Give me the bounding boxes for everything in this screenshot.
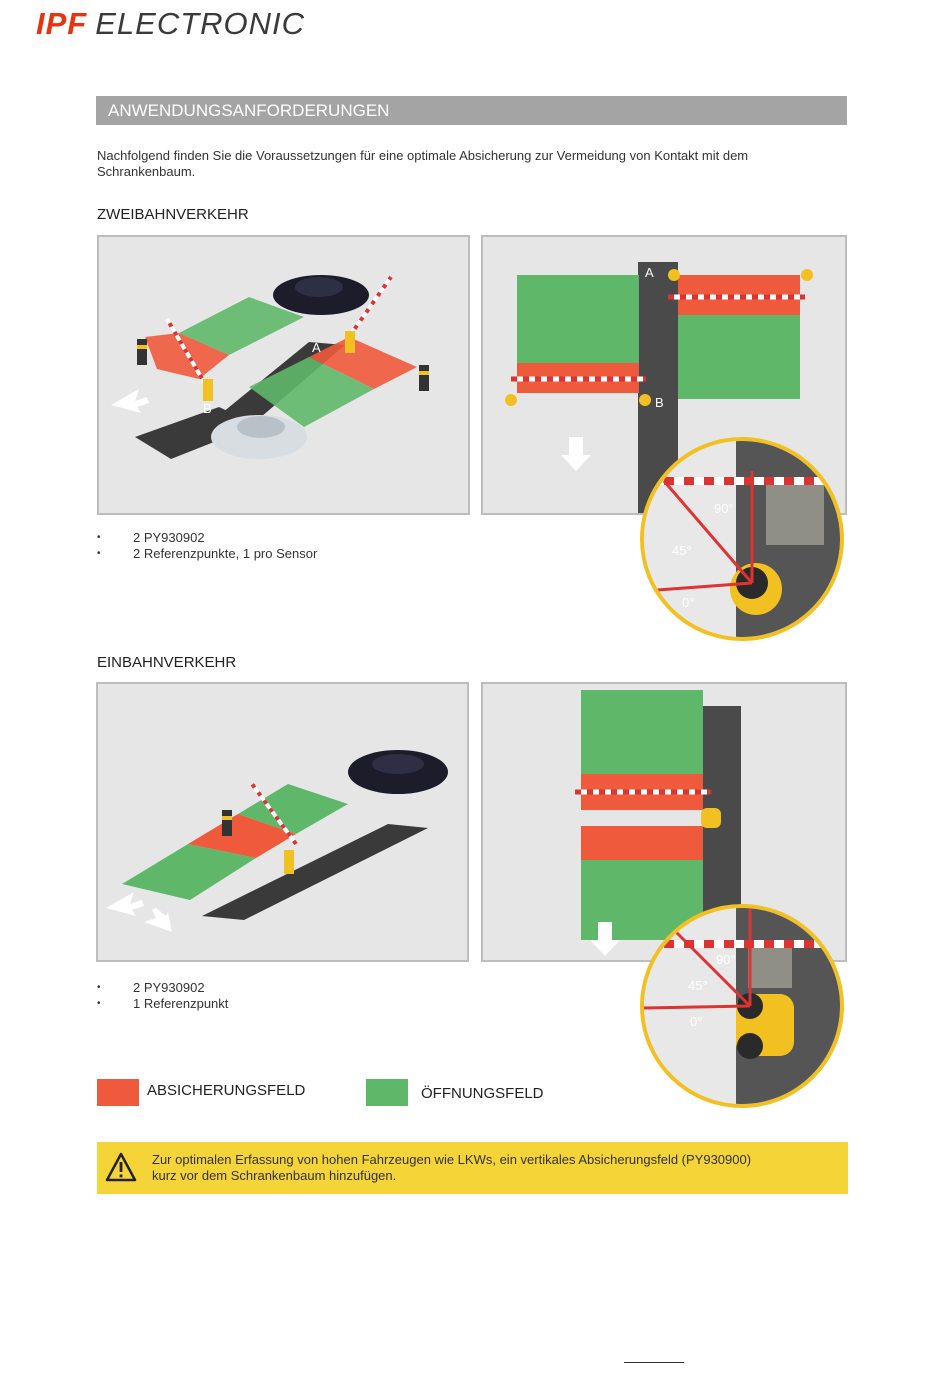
legend-safety-label: ABSICHERUNGSFELD [147, 1082, 306, 1099]
legend-opening-swatch [366, 1079, 408, 1106]
warning-text: Zur optimalen Erfassung von hohen Fahrze… [152, 1152, 752, 1183]
angle-90: 90° [714, 501, 734, 516]
one-way-angle-detail: 90° 45° 0° [640, 904, 844, 1108]
two-way-perspective-illustration: A B [97, 235, 470, 515]
one-way-angle-0: 0° [690, 1014, 702, 1029]
logo-name: ELECTRONIC [95, 6, 306, 41]
marker-a: A [312, 340, 321, 355]
two-way-requirements: 2 PY930902 2 Referenzpunkte, 1 pro Senso… [97, 530, 317, 562]
legend-safety-swatch [97, 1079, 139, 1106]
logo-brand: IPF [36, 6, 88, 41]
section-title: ANWENDUNGSANFORDERUNGEN [96, 96, 847, 125]
two-way-top-view-diagram: A B [481, 235, 847, 515]
footer-rule [624, 1362, 684, 1363]
one-way-angle-90: 90° [716, 952, 736, 967]
one-way-perspective-illustration [96, 682, 469, 962]
top-marker-a: A [645, 265, 654, 280]
intro-text: Nachfolgend finden Sie die Voraussetzung… [97, 148, 749, 179]
one-way-angle-45: 45° [688, 978, 708, 993]
top-marker-b: B [655, 395, 664, 410]
list-item: 2 PY930902 [97, 980, 228, 996]
two-way-title: ZWEIBAHNVERKEHR [97, 206, 249, 223]
list-item: 1 Referenzpunkt [97, 996, 228, 1012]
warning-triangle-icon [105, 1152, 137, 1182]
list-item: 2 PY930902 [97, 530, 317, 546]
angle-45: 45° [672, 543, 692, 558]
marker-b: B [203, 401, 212, 416]
one-way-title: EINBAHNVERKEHR [97, 654, 237, 671]
legend-opening-label: ÖFFNUNGSFELD [421, 1085, 544, 1102]
two-way-angle-detail: 90° 45° 0° [640, 437, 844, 641]
list-item: 2 Referenzpunkte, 1 pro Sensor [97, 546, 317, 562]
warning-box: Zur optimalen Erfassung von hohen Fahrze… [97, 1142, 848, 1194]
one-way-requirements: 2 PY930902 1 Referenzpunkt [97, 980, 228, 1012]
angle-0: 0° [682, 595, 694, 610]
